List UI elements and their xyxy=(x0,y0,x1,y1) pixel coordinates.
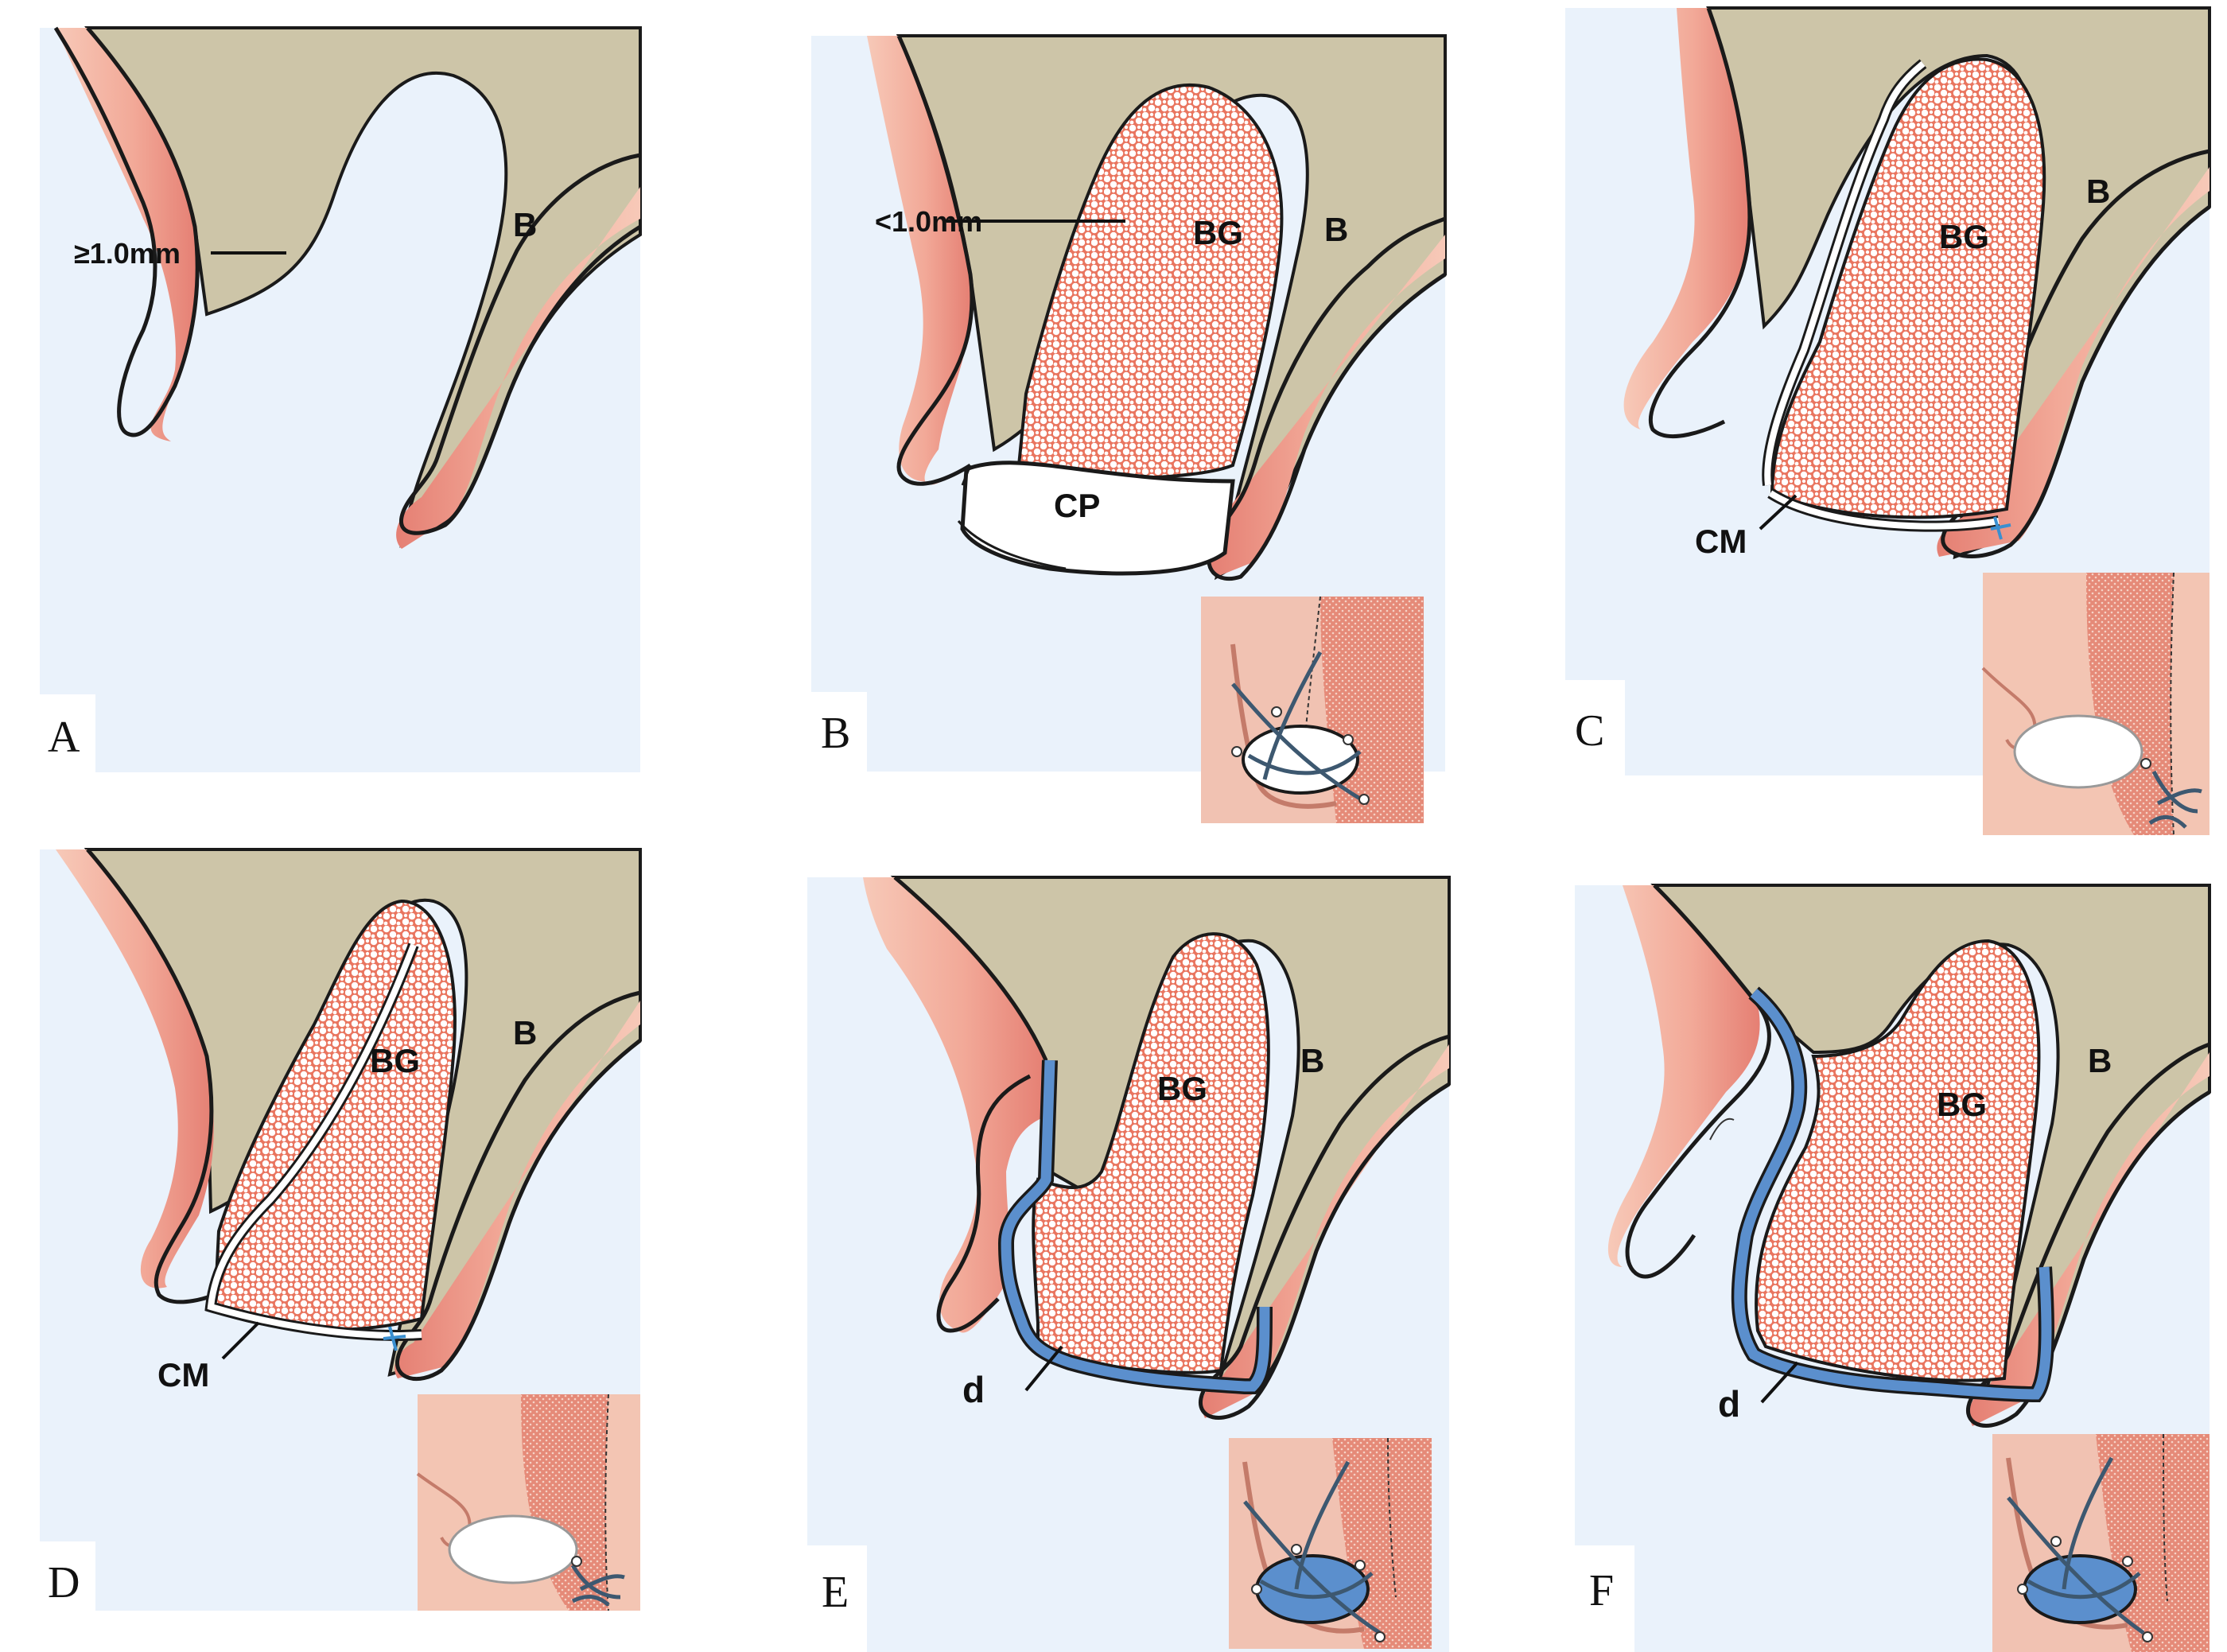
panel-a: ≥1.0mm B A xyxy=(40,26,642,772)
panel-letter: B xyxy=(821,709,850,758)
bone-label: B xyxy=(513,1014,537,1051)
panel-letter: E xyxy=(822,1568,849,1617)
suture-inset xyxy=(1981,572,2210,836)
graft-label: BG xyxy=(1157,1070,1207,1107)
membrane-leader xyxy=(1024,1345,1063,1392)
panel-b: <1.0mm BG B CP B xyxy=(811,34,1447,823)
bone-label: B xyxy=(1300,1042,1324,1079)
measure-label: ≥1.0mm xyxy=(74,237,181,270)
bone-label: B xyxy=(1324,211,1348,248)
panel-c: BG B CM C xyxy=(1565,6,2211,836)
graft-label: BG xyxy=(1939,218,1989,255)
suture-inset xyxy=(1992,1433,2210,1652)
panel-letter: F xyxy=(1589,1566,1614,1615)
collagen-plug xyxy=(960,461,1235,576)
membrane-leader xyxy=(1759,494,1798,531)
bone-label: B xyxy=(2086,173,2110,210)
measure-label: <1.0mm xyxy=(875,205,982,238)
graft-label: BG xyxy=(1937,1086,1987,1123)
bone-label: B xyxy=(513,206,537,243)
panel-letter: C xyxy=(1575,706,1604,756)
panel-letter: D xyxy=(48,1558,80,1607)
membrane-leader xyxy=(1760,1361,1799,1404)
membrane-label: CM xyxy=(157,1356,209,1394)
membrane-label: CM xyxy=(1695,523,1747,560)
graft-label: BG xyxy=(1193,214,1243,251)
membrane-label: d xyxy=(962,1369,985,1410)
plug-label: CP xyxy=(1054,487,1100,524)
suture-inset xyxy=(1201,596,1424,823)
membrane-leader xyxy=(221,1321,260,1360)
panel-f: BG B d F xyxy=(1575,884,2211,1652)
panel-letter: A xyxy=(48,713,80,762)
membrane-label: d xyxy=(1718,1383,1740,1425)
suture-inset xyxy=(416,1394,640,1611)
bone-label: B xyxy=(2088,1042,2112,1079)
suture-inset xyxy=(1229,1437,1432,1649)
graft-label: BG xyxy=(370,1042,420,1079)
panel-d: BG B CM D xyxy=(40,848,642,1611)
panel-e: BG B d E xyxy=(807,876,1451,1652)
